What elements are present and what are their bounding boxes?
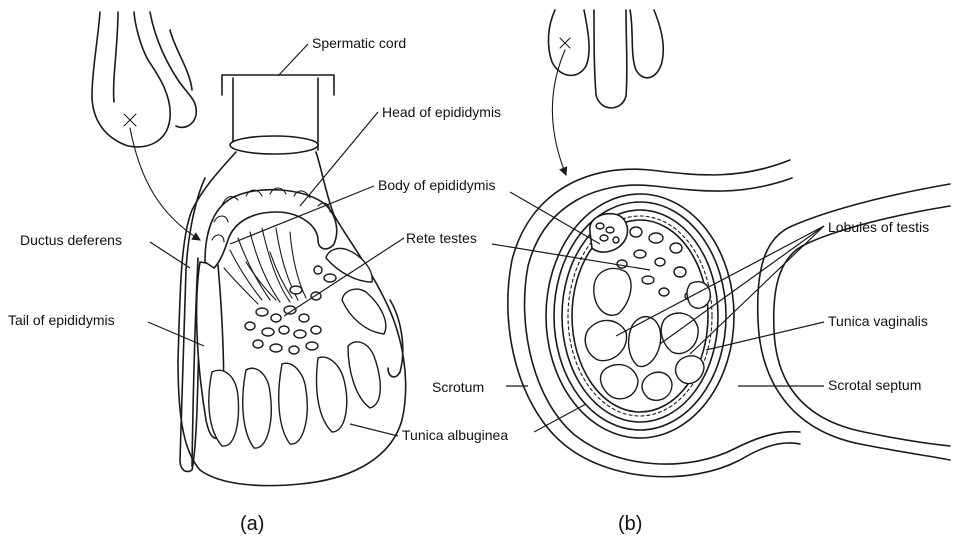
spermatic-cord-end — [230, 136, 318, 154]
panel-b-drawing — [508, 10, 950, 477]
leader-body-of-epididymis-b — [510, 192, 600, 244]
label-scrotum: Scrotum — [432, 379, 484, 395]
rete-spaces — [245, 266, 336, 354]
label-body-of-epididymis: Body of epididymis — [378, 177, 496, 193]
panel-b-inset-sketch — [548, 10, 663, 175]
inset-cross-mark-a — [124, 114, 136, 126]
label-ductus-deferens: Ductus deferens — [20, 232, 122, 248]
leader-head-of-epididymis — [300, 112, 378, 206]
inset-cross-mark-b — [560, 38, 570, 48]
leader-tunica-vaginalis — [706, 322, 824, 350]
label-rete-testes: Rete testes — [406, 230, 477, 246]
panel-a-drawing — [92, 12, 406, 486]
label-scrotal-septum: Scrotal septum — [828, 377, 921, 393]
panel-a-caption: (a) — [240, 513, 264, 535]
inset-arrow-a — [130, 128, 200, 240]
label-tunica-vaginalis: Tunica vaginalis — [828, 313, 928, 329]
leader-spermatic-cord — [278, 44, 308, 76]
leader-tunica-albuginea-b — [534, 404, 586, 432]
label-tail-of-epididymis: Tail of epididymis — [8, 312, 115, 328]
inset-arrow-b — [552, 50, 566, 175]
label-tunica-albuginea: Tunica albuginea — [402, 427, 508, 443]
panel-a-inset-sketch — [92, 12, 200, 240]
head-of-epididymis — [205, 190, 337, 268]
label-head-of-epididymis: Head of epididymis — [382, 104, 501, 120]
leader-tunica-albuginea — [350, 424, 398, 436]
label-spermatic-cord: Spermatic cord — [312, 35, 406, 51]
panel-b-lobules — [585, 268, 710, 400]
panel-b-caption: (b) — [618, 513, 642, 535]
label-lobules-of-testis: Lobules of testis — [828, 219, 929, 235]
